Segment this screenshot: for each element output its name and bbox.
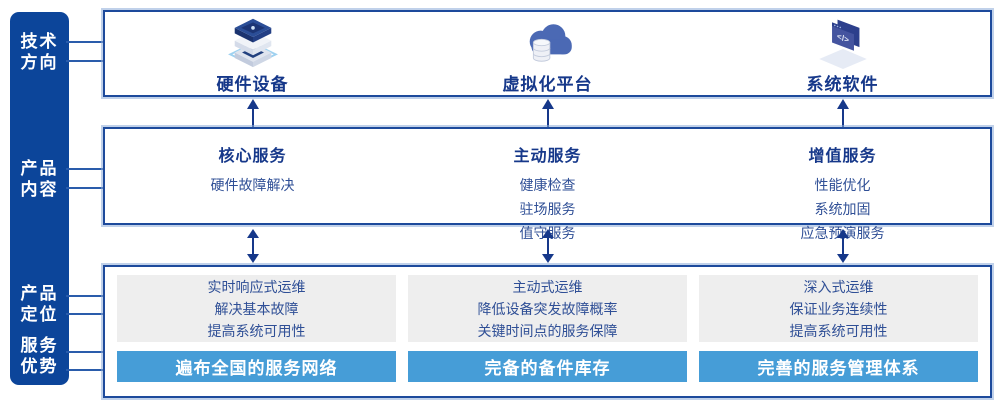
content-item: 系统加固	[814, 201, 871, 217]
arrow-up-icon	[542, 99, 554, 127]
content-item: 性能优化	[814, 177, 871, 193]
code-glyph: </>	[837, 31, 849, 45]
tech-direction-box: 硬件设备 虚拟化平台	[103, 10, 992, 97]
arrow-up-down-icon	[247, 229, 259, 263]
positioning-panel: 实时响应式运维 解决基本故障 提高系统可用性	[117, 275, 396, 343]
positioning-line: 解决基本故障	[214, 300, 299, 317]
content-col-value-added-service: 增值服务 性能优化 系统加固 应急预演服务	[695, 129, 990, 241]
sidebar-item-tech-direction: 技术 方向	[10, 31, 69, 73]
content-col-active-service: 主动服务 健康检查 驻场服务 值守服务	[400, 129, 695, 241]
content-item: 硬件故障解决	[210, 177, 295, 193]
hardware-stack-icon	[227, 18, 278, 68]
positioning-col-realtime: 实时响应式运维 解决基本故障 提高系统可用性 遍布全国的服务网络	[117, 275, 396, 382]
sidebar-label-line: 优势	[20, 357, 59, 376]
sidebar-label-line: 技术	[20, 32, 59, 51]
sidebar-label-line: 服务	[20, 336, 59, 355]
connector-line	[66, 313, 106, 315]
connector-line	[66, 351, 106, 353]
positioning-line: 提高系统可用性	[207, 322, 306, 339]
positioning-line: 关键时间点的服务保障	[477, 322, 618, 339]
product-content-box: 核心服务 硬件故障解决 主动服务 健康检查 驻场服务 值守服务 增值服务 性能优…	[103, 127, 992, 241]
tech-label-software: 系统软件	[806, 75, 879, 94]
tech-col-virtualization: 虚拟化平台	[400, 12, 695, 95]
tech-label-virtualization: 虚拟化平台	[502, 75, 593, 94]
content-item: 健康检查	[519, 177, 576, 193]
positioning-line: 实时响应式运维	[207, 278, 306, 295]
content-heading: 主动服务	[513, 148, 582, 165]
arrow-up-down-icon	[837, 229, 849, 263]
positioning-line: 保证业务连续性	[789, 300, 888, 317]
connector-line	[66, 60, 106, 62]
positioning-panel: 深入式运维 保证业务连续性 提高系统可用性	[699, 275, 978, 343]
sidebar-item-product-positioning: 产品 定位	[10, 283, 69, 325]
positioning-col-indepth: 深入式运维 保证业务连续性 提高系统可用性 完善的服务管理体系	[699, 275, 978, 382]
arrow-up-icon	[247, 99, 259, 127]
positioning-line: 主动式运维	[512, 278, 583, 295]
tech-col-software: </> 系统软件	[695, 12, 990, 95]
sidebar-rail: 技术 方向 产品 内容 产品 定位 服务 优势	[10, 12, 69, 385]
positioning-line: 提高系统可用性	[789, 322, 888, 339]
arrow-up-icon	[837, 99, 849, 127]
content-heading: 核心服务	[218, 148, 287, 165]
advantage-banner: 遍布全国的服务网络	[117, 351, 396, 382]
content-item: 驻场服务	[519, 201, 576, 217]
arrow-up-down-icon	[542, 229, 554, 263]
content-col-core-service: 核心服务 硬件故障解决	[105, 129, 400, 223]
connector-line	[66, 41, 106, 43]
positioning-col-proactive: 主动式运维 降低设备突发故障概率 关键时间点的服务保障 完备的备件库存	[408, 275, 687, 382]
positioning-line: 深入式运维	[803, 278, 874, 295]
tech-label-hardware: 硬件设备	[216, 75, 289, 94]
sidebar-item-service-advantage: 服务 优势	[10, 335, 69, 377]
connector-line	[66, 295, 106, 297]
sidebar-label-line: 产品	[20, 159, 59, 178]
sidebar-label-line: 内容	[20, 180, 59, 199]
content-heading: 增值服务	[808, 148, 877, 165]
cloud-database-icon	[529, 24, 572, 62]
sidebar-label-line: 产品	[20, 284, 59, 303]
code-window-icon: </>	[818, 19, 867, 69]
product-positioning-box: 实时响应式运维 解决基本故障 提高系统可用性 遍布全国的服务网络 主动式运维 降…	[103, 265, 992, 398]
advantage-banner: 完善的服务管理体系	[699, 351, 978, 382]
connector-line	[66, 168, 106, 170]
positioning-line: 降低设备突发故障概率	[477, 300, 618, 317]
sidebar-label-line: 方向	[20, 53, 59, 72]
sidebar-label-line: 定位	[20, 305, 59, 324]
connector-line	[66, 187, 106, 189]
sidebar-item-product-content: 产品 内容	[10, 158, 69, 200]
tech-col-hardware: 硬件设备	[105, 12, 400, 95]
advantage-banner: 完备的备件库存	[408, 351, 687, 382]
positioning-panel: 主动式运维 降低设备突发故障概率 关键时间点的服务保障	[408, 275, 687, 343]
connector-line	[66, 369, 106, 371]
